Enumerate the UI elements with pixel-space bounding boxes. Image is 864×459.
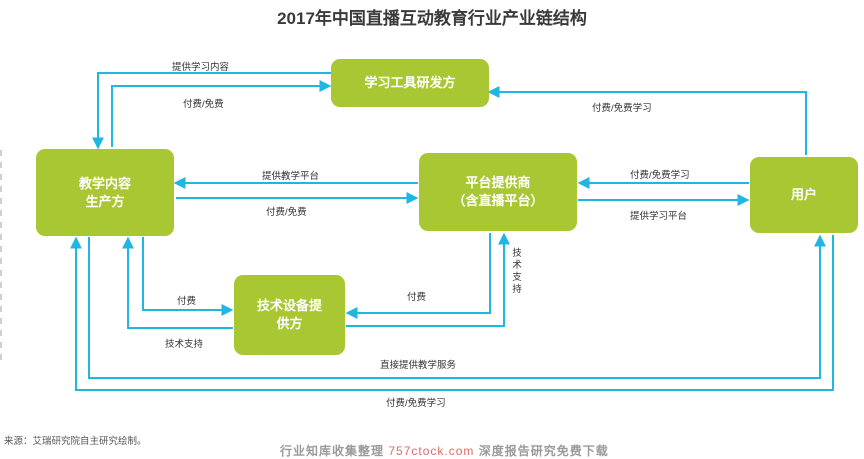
edge-label-tech-to-platform: 技术支持 xyxy=(512,248,522,295)
watermark-right: 深度报告研究免费下载 xyxy=(478,444,609,458)
decorative-left-bar xyxy=(0,150,2,360)
arrow-direct-service xyxy=(88,234,826,379)
edge-label-content-to-platform: 付费/免费 xyxy=(266,207,307,218)
node-label-line1: 技术设备提 xyxy=(256,298,322,313)
node-learning-tools-developer: 学习工具研发方 xyxy=(331,59,489,107)
edge-label-user-to-platform: 付费/免费学习 xyxy=(630,170,690,181)
watermark-url: 757ctock.com xyxy=(388,444,475,458)
arrow-user-to-tools xyxy=(487,86,807,155)
node-label-line1: 平台提供商 xyxy=(465,175,531,190)
node-content-producer: 教学内容 生产方 xyxy=(36,149,174,236)
arrow-tech-to-content xyxy=(122,236,233,329)
arrow-content-to-tools xyxy=(111,80,332,147)
edge-label-content-to-tools: 付费/免费 xyxy=(183,99,224,110)
edge-label-user-to-tools: 付费/免费学习 xyxy=(592,103,652,114)
arrow-tools-to-content xyxy=(92,72,331,150)
edge-label-tools-to-content: 提供学习内容 xyxy=(172,62,230,73)
node-label: 学习工具研发方 xyxy=(364,75,456,90)
watermark-left: 行业知库收集整理 xyxy=(280,444,385,458)
source-note: 来源：艾瑞研究院自主研究绘制。 xyxy=(4,436,147,447)
edge-label-user-payment: 付费/免费学习 xyxy=(386,398,446,409)
node-label-line2: 生产方 xyxy=(85,193,125,209)
arrow-content-to-tech xyxy=(142,237,234,316)
edge-label-platform-to-tech: 付费 xyxy=(407,292,427,303)
watermark: 行业知库收集整理 757ctock.com 深度报告研究免费下载 xyxy=(280,442,609,459)
node-label-line1: 教学内容 xyxy=(78,175,131,191)
node-label-line2: （含直播平台） xyxy=(452,193,544,208)
arrow-user-payment xyxy=(70,235,834,391)
node-user: 用户 xyxy=(750,157,858,233)
node-label-line2: 供方 xyxy=(276,316,303,331)
edge-label-platform-to-user: 提供学习平台 xyxy=(630,211,688,222)
diagram-title: 2017年中国直播互动教育行业产业链结构 xyxy=(277,9,587,28)
edge-label-platform-to-content: 提供教学平台 xyxy=(262,171,320,182)
node-platform-provider: 平台提供商 （含直播平台） xyxy=(419,153,577,231)
edge-label-direct-service: 直接提供教学服务 xyxy=(380,360,457,371)
arrow-tech-to-platform xyxy=(346,232,510,327)
node-tech-equipment-provider: 技术设备提 供方 xyxy=(234,275,345,355)
edge-label-content-to-tech: 付费 xyxy=(177,296,197,307)
node-label: 用户 xyxy=(790,187,817,202)
edge-label-tech-to-content: 技术支持 xyxy=(165,339,204,350)
arrow-platform-to-tech xyxy=(345,233,491,319)
